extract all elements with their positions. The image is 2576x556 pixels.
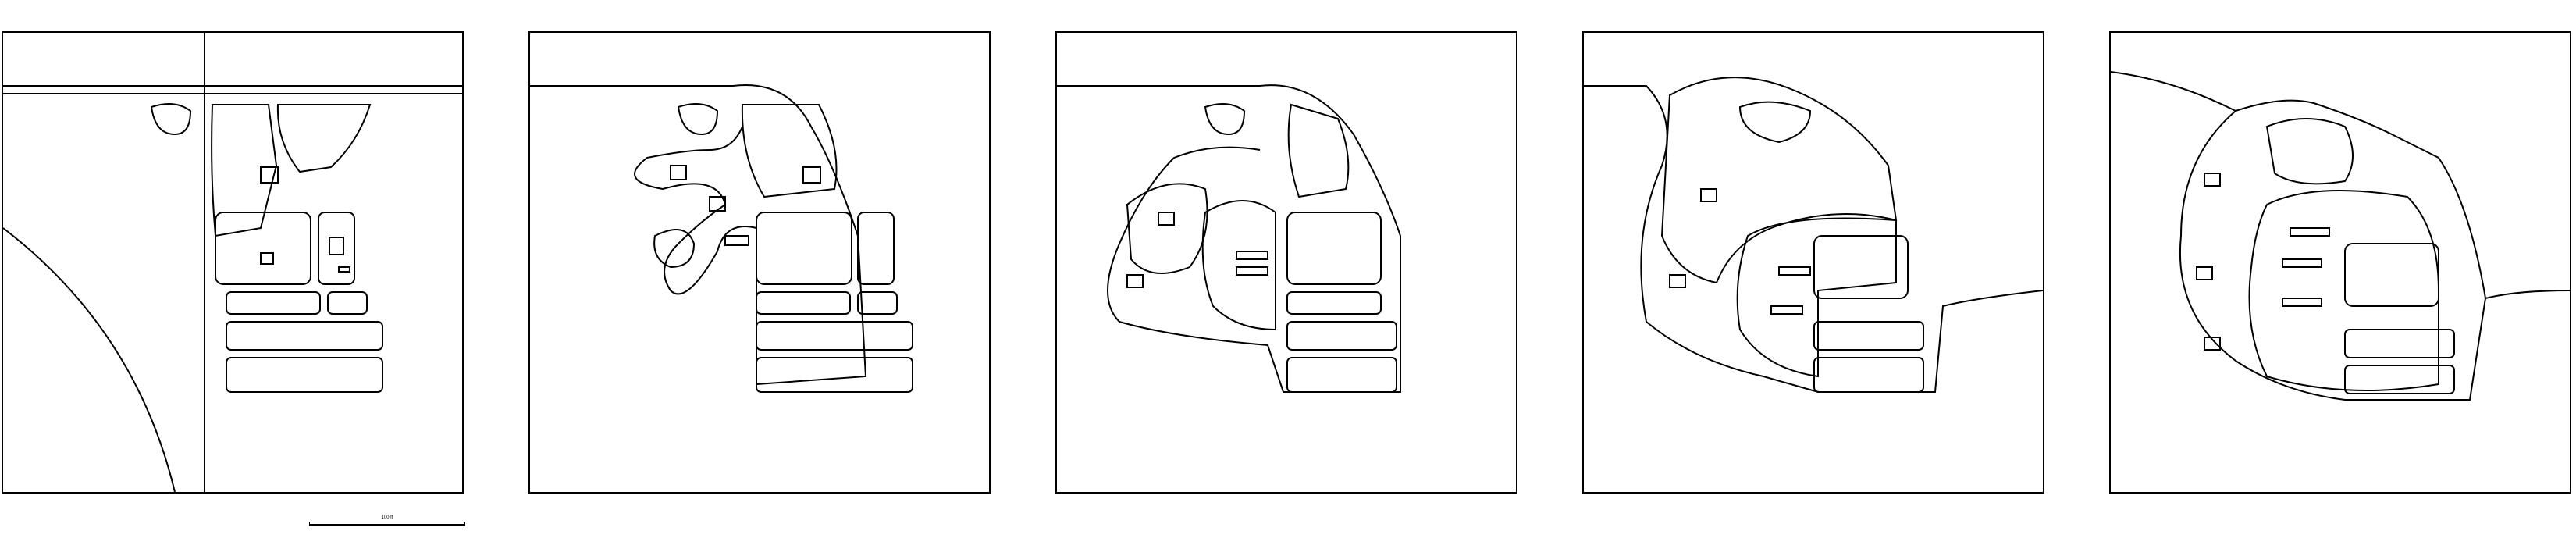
building: [329, 237, 344, 255]
building: [2196, 266, 2213, 280]
east-block: [857, 212, 895, 285]
site-plan-drawing: [530, 84, 913, 393]
scale-label: 100 ft: [381, 515, 393, 520]
south-block-4: [1286, 357, 1397, 393]
north-loop-road: [1287, 103, 1350, 198]
building: [2204, 337, 2221, 351]
building: [2204, 173, 2221, 187]
outer-loop: [2179, 110, 2486, 401]
site-plan-drawing: [1584, 77, 2043, 393]
building: [802, 166, 821, 184]
south-block-3: [2344, 329, 2455, 358]
building: [1236, 266, 1268, 276]
road-network: [1057, 84, 1401, 393]
south-block-1: [226, 291, 321, 315]
building: [1236, 251, 1268, 260]
west-parcel: [653, 229, 696, 269]
south-block-3: [226, 321, 383, 351]
south-block-2: [857, 291, 898, 315]
central-block: [756, 212, 852, 285]
east-block: [318, 212, 355, 285]
pond-cluster: [150, 103, 192, 136]
building: [1778, 266, 1811, 276]
pond-cluster: [2265, 118, 2354, 185]
building: [2282, 258, 2322, 268]
south-block-4: [756, 357, 913, 393]
site-plan-panel-5: [2109, 31, 2571, 494]
building: [260, 252, 274, 265]
building: [670, 165, 687, 180]
road-network: [530, 84, 867, 386]
south-block-3: [1813, 321, 1924, 351]
south-block-4: [2344, 365, 2455, 394]
south-block-1: [1286, 291, 1382, 315]
road-network: [2111, 71, 2570, 300]
site-plan-drawing: [1057, 84, 1401, 393]
site-plan-panel-1: [2, 31, 464, 494]
building: [724, 235, 749, 246]
building: [1669, 274, 1686, 288]
building: [2290, 227, 2330, 237]
building: [260, 166, 279, 184]
building: [1126, 274, 1144, 288]
middle-parcel: [1736, 217, 1897, 378]
building: [1158, 212, 1175, 226]
outer-loop: [1660, 77, 1898, 284]
north-loop-road: [211, 104, 278, 237]
south-block-4: [226, 357, 383, 393]
site-plan-drawing: [3, 33, 462, 492]
south-block-2: [327, 291, 368, 315]
pond-cluster: [1738, 101, 1812, 144]
central-block: [1286, 212, 1382, 285]
middle-parcel: [1201, 200, 1276, 331]
site-plan-panel-2: [528, 31, 991, 494]
building: [338, 266, 350, 273]
road-network: [1584, 85, 2043, 393]
upper-parcel: [276, 104, 372, 173]
west-parcel: [1126, 183, 1208, 274]
central-block: [1813, 235, 1909, 299]
middle-parcel: [2248, 190, 2439, 391]
central-block: [215, 212, 311, 285]
building: [2282, 298, 2322, 307]
south-block-4: [1813, 357, 1924, 393]
scale-bar: 100 ft: [308, 515, 466, 531]
pond-cluster: [1204, 103, 1246, 136]
south-block-1: [756, 291, 851, 315]
site-plan-drawing: [2111, 71, 2570, 401]
pond-cluster: [677, 103, 719, 136]
building: [1700, 188, 1717, 202]
south-block-3: [1286, 321, 1397, 351]
north-loop-road: [741, 104, 838, 198]
site-plan-panel-4: [1582, 31, 2044, 494]
site-plan-panel-3: [1055, 31, 1517, 494]
building: [1770, 305, 1803, 315]
south-block-3: [756, 321, 913, 351]
central-block: [2344, 243, 2439, 307]
building: [709, 196, 726, 212]
curved-boundary: [3, 227, 176, 492]
